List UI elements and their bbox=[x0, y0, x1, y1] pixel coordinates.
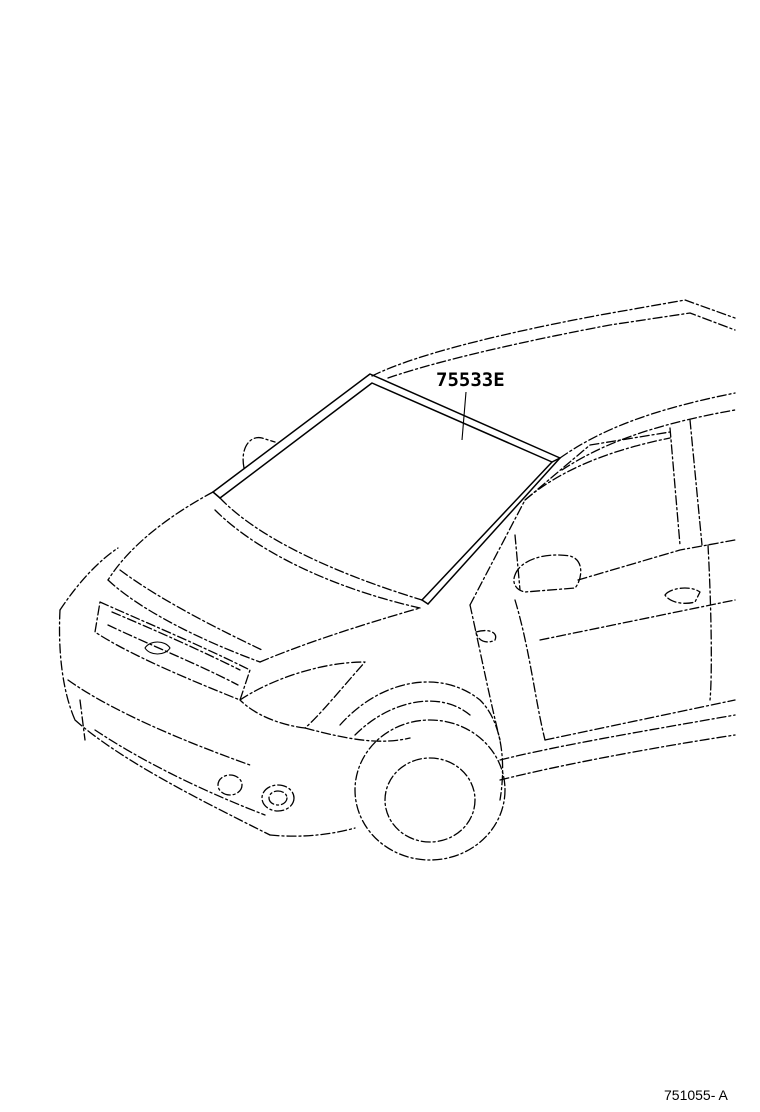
a-pillar-and-side-window bbox=[469, 392, 736, 606]
front-wheel bbox=[354, 719, 506, 861]
front-fender bbox=[304, 604, 504, 801]
windshield-glass bbox=[214, 497, 423, 609]
part-leader-line bbox=[461, 391, 467, 441]
front-bumper bbox=[58, 547, 356, 837]
illustration-code: 751055- A bbox=[664, 1087, 728, 1103]
fog-lamps bbox=[217, 774, 295, 812]
roof-outline bbox=[371, 299, 736, 379]
windshield-molding bbox=[212, 373, 561, 605]
part-number-label: 75533E bbox=[436, 369, 505, 391]
hood bbox=[107, 491, 421, 663]
front-door bbox=[514, 544, 736, 741]
rocker-panel bbox=[499, 714, 736, 781]
side-mirror-right bbox=[513, 554, 582, 593]
headlamp bbox=[239, 661, 366, 729]
front-grille bbox=[94, 601, 251, 701]
side-mirror-left bbox=[242, 436, 276, 469]
